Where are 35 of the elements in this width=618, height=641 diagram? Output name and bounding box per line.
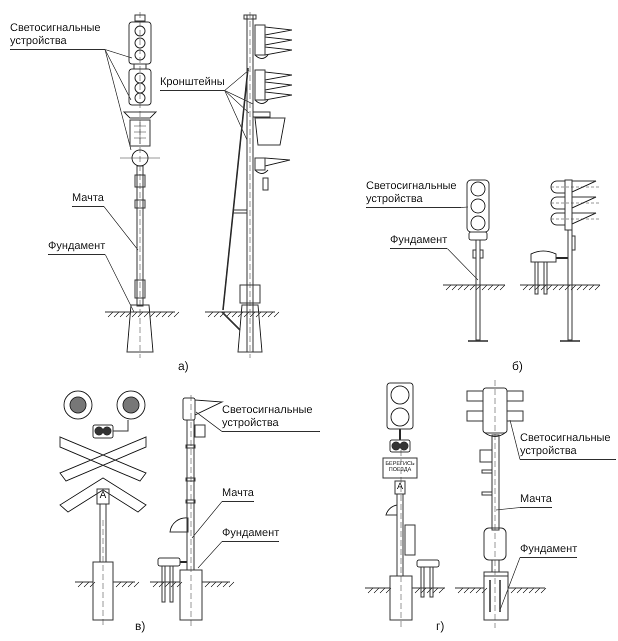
plate-letter: А — [396, 482, 404, 492]
part-label: Светосигнальные устройства — [520, 432, 616, 460]
leader-line — [500, 557, 520, 610]
part-label: Кронштейны — [160, 76, 225, 91]
leader-line — [192, 501, 222, 538]
panel-label: а) — [178, 360, 189, 374]
leader-line — [196, 412, 222, 432]
leader-line — [224, 90, 254, 104]
leader-line — [496, 507, 520, 510]
leader-line — [104, 206, 138, 250]
leader-line — [104, 49, 132, 58]
panel-label: в) — [135, 620, 146, 634]
leader-line — [460, 206, 468, 208]
plate-letter: А — [98, 490, 108, 501]
panel-label: б) — [512, 360, 523, 374]
part-label: Мачта — [72, 192, 104, 207]
leader-line — [104, 254, 134, 312]
part-label: Фундамент — [520, 543, 578, 558]
leader-line — [446, 248, 478, 280]
leader-line — [510, 420, 520, 460]
leader-line — [224, 90, 250, 114]
part-label: Светосигнальные устройства — [366, 180, 461, 208]
part-label: Фундамент — [48, 240, 106, 255]
part-label: Светосигнальные устройства — [222, 404, 320, 432]
part-label: Мачта — [520, 493, 552, 508]
leader-line — [104, 49, 132, 150]
panel-label: г) — [436, 620, 444, 634]
leader-line — [224, 70, 250, 91]
part-label: Мачта — [222, 487, 254, 502]
part-label: Светосигнальные устройства — [10, 22, 105, 50]
leader-line — [104, 49, 132, 100]
part-label: Фундамент — [390, 234, 448, 249]
leader-line — [224, 90, 248, 140]
part-label: Фундамент — [222, 527, 280, 542]
leader-line — [198, 541, 222, 568]
